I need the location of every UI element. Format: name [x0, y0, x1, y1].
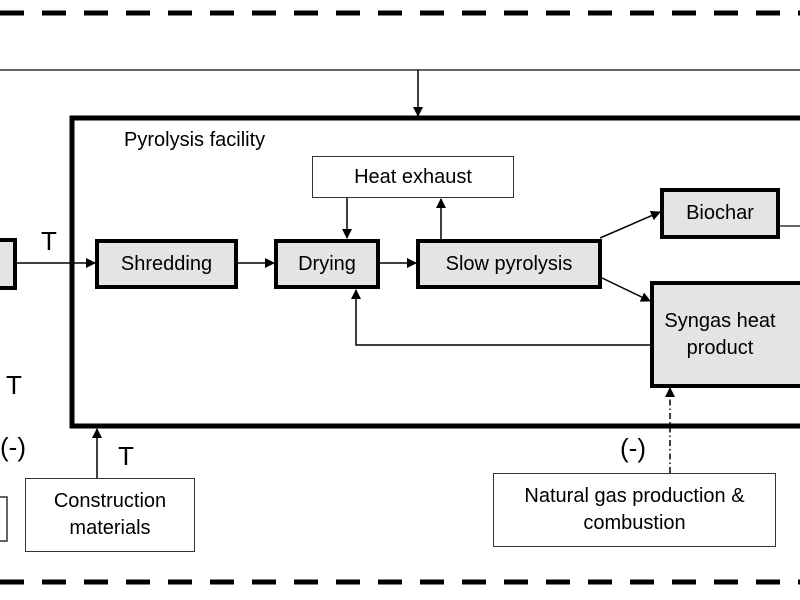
- biochar-box: Biochar: [660, 188, 780, 239]
- slow-pyrolysis-box: Slow pyrolysis: [416, 239, 602, 289]
- heat-exhaust-box: Heat exhaust: [312, 156, 514, 198]
- avoided-label-natural-gas: (-): [620, 433, 646, 463]
- natural-gas-box: Natural gas production & combustion: [493, 473, 776, 547]
- avoided-label-left: (-): [0, 432, 26, 462]
- arrow-pyrolysis-syngas: [599, 276, 651, 302]
- facility-boundary: [69, 115, 800, 429]
- transport-label-feed: T: [41, 226, 57, 256]
- transport-label-construction: T: [118, 441, 134, 471]
- left-partial-box: [0, 238, 17, 290]
- facility-title: Pyrolysis facility: [124, 129, 266, 151]
- shredding-box: Shredding: [95, 239, 238, 289]
- arrow-pyrolysis-biochar: [599, 210, 661, 239]
- arrow-syngas-drying: [351, 289, 650, 346]
- construction-materials-box: Construction materials: [25, 478, 195, 552]
- left-partial-ext-box: [0, 496, 8, 542]
- drying-box: Drying: [274, 239, 380, 289]
- syngas-heat-product-box: Syngas heat product: [650, 281, 800, 388]
- transport-label-left: T: [6, 370, 22, 400]
